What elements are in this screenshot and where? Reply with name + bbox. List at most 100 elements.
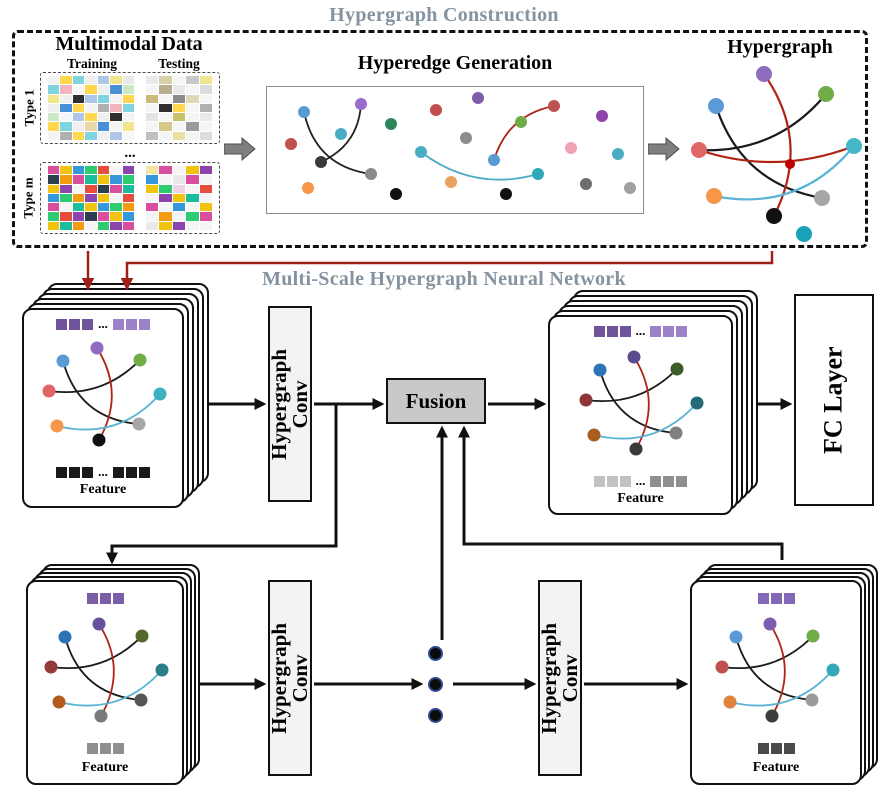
feature-square xyxy=(69,466,81,478)
grid-cell xyxy=(72,131,85,140)
grid-cell xyxy=(72,166,85,175)
hypergraph-node xyxy=(430,104,442,116)
hypergraph-node xyxy=(548,100,560,112)
feature-square xyxy=(99,742,111,754)
grid-cell xyxy=(60,166,72,175)
fusion-label: Fusion xyxy=(405,388,467,413)
feature-square xyxy=(56,318,68,330)
grid-cell xyxy=(110,94,122,103)
hypergraph-conv-1: Hypergraph Conv xyxy=(267,306,312,502)
grid-cell xyxy=(72,85,85,94)
grid-cell xyxy=(48,166,60,175)
multimodal-data-title: Multimodal Data xyxy=(55,33,203,55)
construction-section-title: Hypergraph Construction xyxy=(329,4,559,26)
grid-cell xyxy=(122,221,134,230)
grid-cell xyxy=(110,103,122,113)
grid-cell xyxy=(159,94,172,103)
grid-cell xyxy=(110,175,122,184)
grid-cell xyxy=(146,221,159,230)
hypergraph-node xyxy=(532,168,544,180)
grid-cell xyxy=(186,212,199,221)
grid-cell xyxy=(159,113,172,122)
grid-cell xyxy=(172,193,186,203)
grid-cell xyxy=(48,221,60,230)
feature-square xyxy=(757,742,769,754)
hypergraph-node xyxy=(92,433,106,447)
hyperedge-curve xyxy=(64,636,142,701)
hyperedge-curve xyxy=(48,359,141,394)
hypergraph-node xyxy=(285,138,297,150)
hypergraph-node xyxy=(691,142,707,158)
hypergraph-node xyxy=(445,176,457,188)
card-hypergraph xyxy=(42,341,167,447)
grid-cell xyxy=(146,175,159,184)
grid-cell xyxy=(85,103,97,113)
hypergraph-node xyxy=(715,660,729,674)
hypergraph-node xyxy=(766,208,782,224)
grid-cell xyxy=(85,76,97,85)
hypergraph-node xyxy=(335,128,347,140)
grid-cell xyxy=(72,76,85,85)
grid-cell xyxy=(122,203,134,212)
hypergraph-node xyxy=(806,629,820,643)
hypergraph-node xyxy=(133,353,147,367)
hypergraph-node xyxy=(460,132,472,144)
hyperedge-generation-box xyxy=(266,86,644,214)
grid-cell xyxy=(199,212,212,221)
hyperedge-curve xyxy=(697,144,856,164)
hypergraph-node xyxy=(365,168,377,180)
hypergraph-node xyxy=(579,393,593,407)
grid-cell xyxy=(85,113,97,122)
hypergraph-node xyxy=(756,66,772,82)
feature-label: Feature xyxy=(81,760,129,775)
feature-label: Feature xyxy=(79,482,127,497)
scale1-input-card: ... ... Feature xyxy=(22,308,184,508)
grid-cell xyxy=(110,212,122,221)
feature-ellipsis: ... xyxy=(635,473,646,488)
grid-cell xyxy=(146,166,159,175)
hypergraph-construction-box xyxy=(12,30,868,248)
grid-cell xyxy=(60,103,72,113)
card-hypergraph xyxy=(44,617,169,723)
grid-cell xyxy=(110,131,122,140)
conv-label-line1: Hypergraph xyxy=(266,622,291,734)
feature-square xyxy=(86,592,98,604)
grid-cell xyxy=(85,221,97,230)
hypergraph-node xyxy=(92,617,106,631)
grid-cell xyxy=(110,184,122,193)
grid-cell xyxy=(172,85,186,94)
hypergraph-node xyxy=(488,154,500,166)
grid-cell xyxy=(146,212,159,221)
feature-square xyxy=(663,475,675,487)
grid-cell xyxy=(199,76,212,85)
hypergraph-node xyxy=(155,663,169,677)
grid-cell xyxy=(48,184,60,193)
hypergraph-node xyxy=(690,396,704,410)
feature-square xyxy=(99,592,111,604)
embedding-squares-top xyxy=(28,592,182,604)
feature-label: Feature xyxy=(752,760,800,775)
grid-cell xyxy=(122,175,134,184)
feature-square xyxy=(663,325,675,337)
grid-cell xyxy=(97,212,110,221)
hyperedge-curve xyxy=(420,151,539,181)
hypergraph-node xyxy=(415,146,427,158)
conv-label-line2: Conv xyxy=(288,654,312,702)
grid-cell xyxy=(97,184,110,193)
conv-label-line1: Hypergraph xyxy=(536,622,561,734)
grid-cell xyxy=(159,166,172,175)
hypergraph-node xyxy=(515,116,527,128)
hyperedge-curve xyxy=(729,669,834,707)
feature-square xyxy=(676,325,688,337)
hypergraph-node xyxy=(669,426,683,440)
grid-cell xyxy=(97,166,110,175)
grid-cell xyxy=(97,175,110,184)
grid-cell xyxy=(97,203,110,212)
grid-cell xyxy=(110,166,122,175)
hyperedge-generation-graph xyxy=(285,92,636,200)
grid-cell xyxy=(110,85,122,94)
grid-cell xyxy=(110,122,122,131)
hypergraph-node xyxy=(765,709,779,723)
conv-label-line2: Conv xyxy=(288,380,312,428)
grid-cell xyxy=(48,94,60,103)
